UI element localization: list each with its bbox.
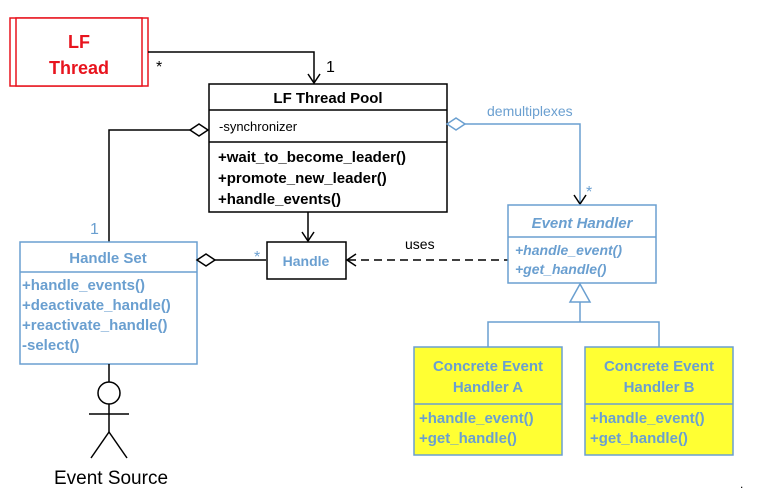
handle-class: Handle (266, 241, 347, 280)
association-multiplicity-many: * (156, 59, 162, 76)
uses-dependency: uses (345, 236, 508, 267)
concrete-b-method: +get_handle() (590, 430, 688, 447)
concrete-a-title-line2: Handler A (453, 379, 523, 396)
event-handler-method: +handle_event() (515, 242, 622, 258)
aggregation-diamond-icon (188, 123, 210, 137)
event-source-actor: Event Source (54, 364, 168, 489)
handle-multiplicity: * (254, 249, 260, 266)
actor-head-icon (97, 381, 121, 405)
lf-thread-name-line2: Thread (49, 58, 109, 78)
association-multiplicity-one: 1 (326, 59, 335, 76)
handle-set-title: Handle Set (69, 250, 147, 267)
event-source-label: Event Source (54, 468, 168, 489)
thread-pool-association: * 1 (148, 51, 335, 85)
demultiplexes-label: demultiplexes (487, 103, 573, 119)
thread-pool-method: +promote_new_leader() (218, 170, 387, 187)
thread-pool-method: +handle_events() (218, 191, 341, 208)
handle-set-class: Handle Set +handle_events() +deactivate_… (19, 241, 198, 365)
event-handler-class: Event Handler +handle_event() +get_handl… (507, 204, 657, 284)
concrete-b-title-line1: Concrete Event (604, 358, 714, 375)
pool-handleset-aggregation: 1 (90, 123, 210, 242)
concrete-handler-a-class: Concrete Event Handler A +handle_event()… (413, 346, 563, 456)
demultiplexes-association: demultiplexes * (445, 103, 592, 206)
event-handler-title: Event Handler (532, 215, 634, 232)
handle-title: Handle (283, 253, 330, 269)
thread-pool-method: +wait_to_become_leader() (218, 149, 406, 166)
handle-set-method: +reactivate_handle() (22, 317, 167, 334)
event-handler-multiplicity: * (586, 184, 592, 201)
handle-set-method: +deactivate_handle() (22, 297, 171, 314)
thread-pool-title: LF Thread Pool (273, 90, 382, 107)
pool-handle-association (301, 212, 315, 243)
concrete-a-title-line1: Concrete Event (433, 358, 543, 375)
handle-set-method: -select() (22, 337, 80, 354)
uses-label: uses (405, 236, 435, 252)
handle-set-multiplicity: 1 (90, 221, 99, 238)
lf-thread-pool-class: LF Thread Pool -synchronizer +wait_to_be… (208, 83, 448, 213)
concrete-a-method: +handle_event() (419, 410, 534, 427)
lf-thread-class: LF Thread (9, 17, 149, 87)
event-handler-method: +get_handle() (515, 261, 607, 277)
concrete-a-method: +get_handle() (419, 430, 517, 447)
corner-mark: . (740, 477, 743, 491)
lf-thread-name-line1: LF (68, 32, 90, 52)
handle-set-method: +handle_events() (22, 277, 145, 294)
aggregation-diamond-icon (445, 117, 467, 131)
handleset-handle-aggregation: * (195, 249, 266, 267)
inheritance-generalization (487, 282, 660, 347)
concrete-b-method: +handle_event() (590, 410, 705, 427)
concrete-b-title-line2: Handler B (624, 379, 695, 396)
aggregation-diamond-icon (195, 253, 217, 267)
concrete-handler-b-class: Concrete Event Handler B +handle_event()… (584, 346, 734, 456)
thread-pool-attribute: -synchronizer (219, 119, 298, 134)
inheritance-triangle-icon (568, 282, 592, 303)
